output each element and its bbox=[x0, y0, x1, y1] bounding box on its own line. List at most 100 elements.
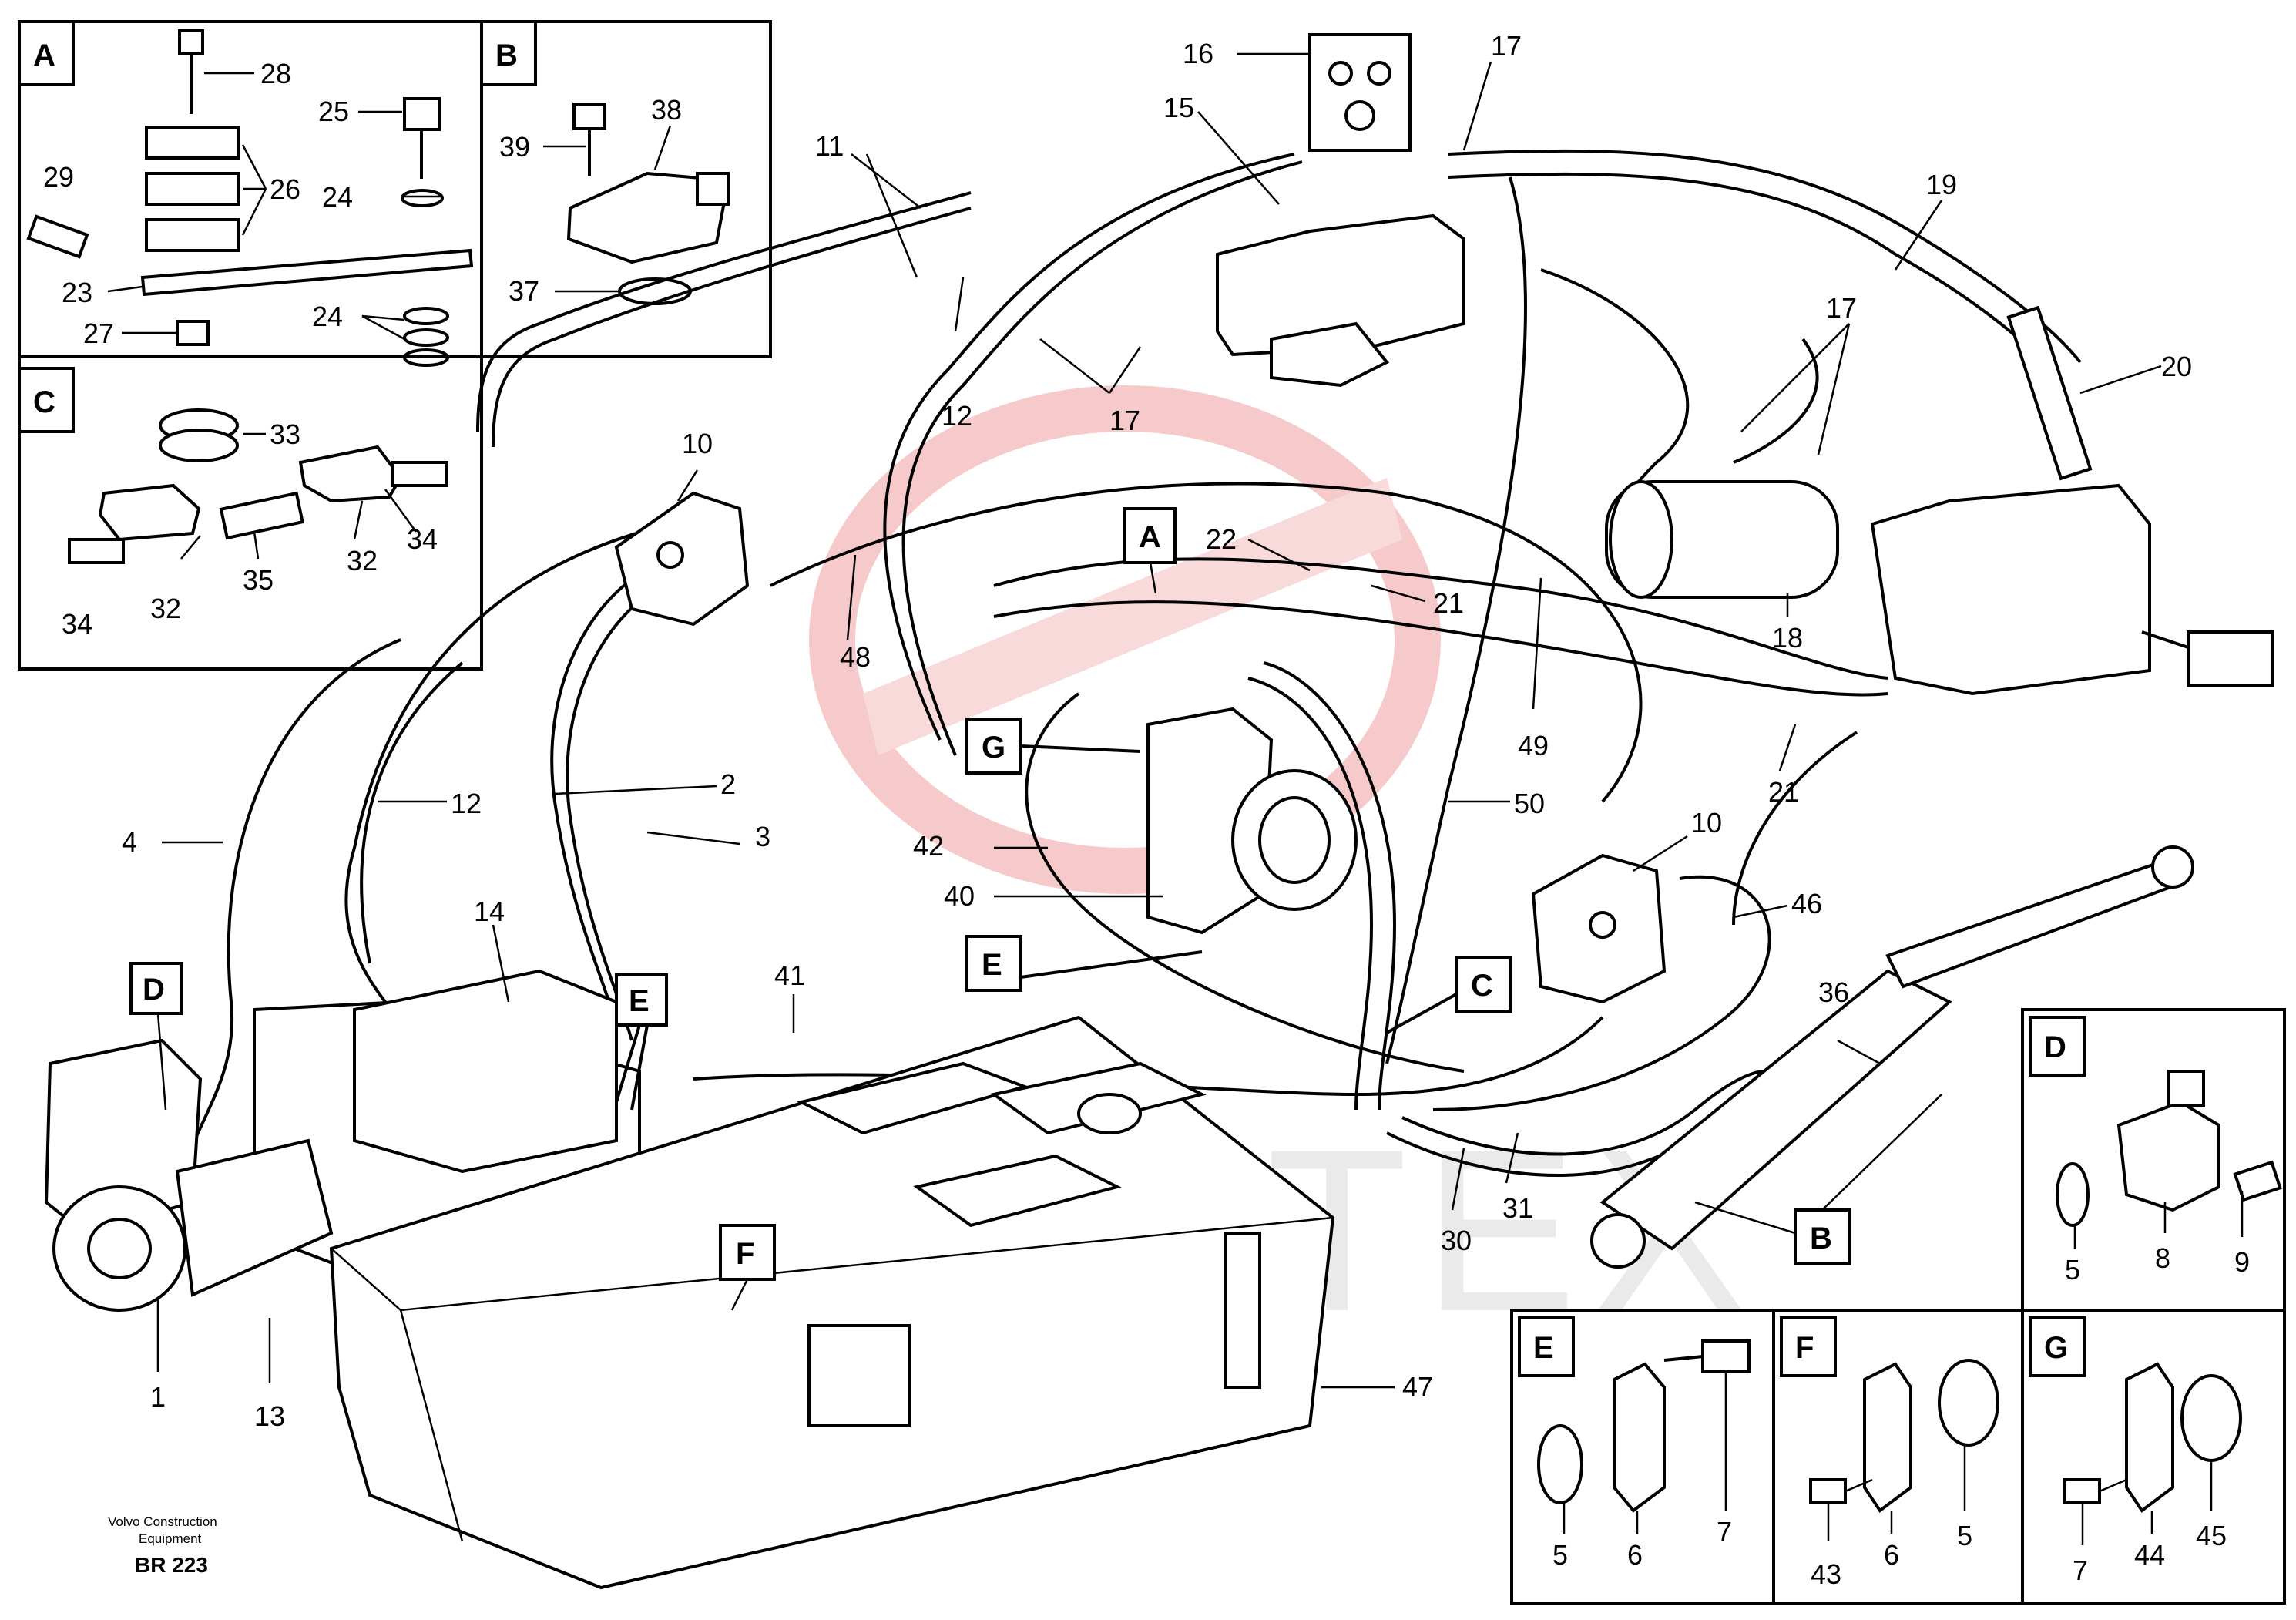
credit-line2: Equipment bbox=[139, 1531, 202, 1546]
callout-21b: 21 bbox=[1768, 776, 1799, 808]
main-callouts: 16 17 15 11 19 17 12 17 20 10 22 21 18 4… bbox=[122, 30, 2192, 1432]
inset-d: D 5 8 9 bbox=[2021, 1008, 2286, 1312]
inset-e-label: E bbox=[1533, 1331, 1554, 1365]
callout-e-6: 6 bbox=[1627, 1539, 1643, 1571]
callout-24a: 24 bbox=[322, 181, 353, 213]
callout-d-8: 8 bbox=[2155, 1242, 2170, 1274]
inset-b-label: B bbox=[495, 39, 518, 72]
ref-box-f: F bbox=[736, 1237, 754, 1271]
ref-box-d: D bbox=[143, 973, 165, 1007]
inset-a: A 28 25 29 26 24 23 bbox=[18, 20, 772, 367]
callout-f-5: 5 bbox=[1957, 1520, 1972, 1551]
valve-10-upper bbox=[614, 491, 750, 627]
callout-28: 28 bbox=[260, 58, 291, 89]
steering-cylinder-36 bbox=[1590, 845, 2194, 1269]
ref-box-g: G bbox=[982, 731, 1005, 765]
callout-32a: 32 bbox=[347, 545, 378, 576]
callout-g-7: 7 bbox=[2073, 1554, 2088, 1586]
callout-34a: 34 bbox=[407, 523, 438, 555]
callout-4: 4 bbox=[122, 826, 137, 858]
callout-25: 25 bbox=[318, 96, 349, 127]
ref-box-b: B bbox=[1810, 1222, 1832, 1255]
callout-12b: 12 bbox=[451, 788, 482, 819]
inset-c: C 33 34 32 35 32 34 bbox=[18, 355, 483, 671]
callout-10a: 10 bbox=[682, 428, 713, 459]
inset-b: B 38 39 37 bbox=[480, 20, 730, 357]
valve-assembly-15 bbox=[1216, 213, 1465, 388]
callout-d-9: 9 bbox=[2234, 1246, 2250, 1278]
callout-36: 36 bbox=[1818, 976, 1849, 1008]
callout-2: 2 bbox=[720, 768, 736, 800]
callout-34b: 34 bbox=[62, 608, 92, 640]
callout-38: 38 bbox=[651, 94, 682, 126]
callout-20: 20 bbox=[2161, 351, 2192, 382]
callout-39: 39 bbox=[499, 131, 530, 163]
callout-d-5: 5 bbox=[2065, 1254, 2080, 1286]
control-valve-40 bbox=[1146, 707, 1358, 935]
callout-32b: 32 bbox=[150, 593, 181, 624]
callout-1: 1 bbox=[150, 1381, 166, 1413]
callout-26: 26 bbox=[270, 173, 300, 205]
valve-block-16 bbox=[1308, 33, 1412, 152]
callout-24b: 24 bbox=[312, 301, 343, 332]
callout-23: 23 bbox=[62, 277, 92, 308]
callout-17b: 17 bbox=[1826, 292, 1857, 324]
callout-e-5: 5 bbox=[1552, 1539, 1568, 1571]
callout-49: 49 bbox=[1518, 730, 1549, 761]
callout-31: 31 bbox=[1502, 1192, 1533, 1224]
callout-18: 18 bbox=[1772, 622, 1803, 654]
callout-e-7: 7 bbox=[1717, 1516, 1732, 1548]
inset-c-label: C bbox=[33, 385, 55, 419]
inset-f: F 43 6 5 bbox=[1772, 1309, 2024, 1605]
callout-17c: 17 bbox=[1109, 405, 1140, 436]
callout-g-44: 44 bbox=[2134, 1539, 2165, 1571]
callout-30: 30 bbox=[1441, 1225, 1472, 1256]
callout-35: 35 bbox=[243, 564, 274, 596]
callout-41: 41 bbox=[774, 960, 805, 991]
callout-12a: 12 bbox=[942, 400, 972, 432]
callout-33: 33 bbox=[270, 418, 300, 450]
credit-block: Volvo Construction Equipment BR 223 bbox=[108, 1514, 217, 1577]
callout-3: 3 bbox=[755, 821, 770, 852]
callout-22: 22 bbox=[1206, 523, 1237, 555]
valve-10-lower bbox=[1531, 853, 1667, 1004]
callout-16: 16 bbox=[1183, 38, 1213, 69]
callout-50: 50 bbox=[1514, 788, 1545, 819]
callout-19: 19 bbox=[1926, 169, 1957, 200]
callout-29: 29 bbox=[43, 161, 74, 193]
callout-11: 11 bbox=[815, 130, 844, 162]
callout-f-43: 43 bbox=[1811, 1558, 1841, 1590]
ref-box-c: C bbox=[1471, 969, 1493, 1003]
inset-a-label: A bbox=[33, 39, 55, 72]
callout-14: 14 bbox=[474, 896, 505, 927]
leader-lines bbox=[156, 52, 2162, 1389]
ref-box-e2: E bbox=[629, 984, 650, 1018]
callout-27: 27 bbox=[83, 318, 114, 349]
callout-f-6: 6 bbox=[1884, 1539, 1899, 1571]
inset-d-label: D bbox=[2044, 1030, 2066, 1064]
callout-17a: 17 bbox=[1491, 30, 1522, 62]
inset-g: G 7 44 45 bbox=[2021, 1309, 2286, 1605]
callout-13: 13 bbox=[254, 1400, 285, 1432]
drawing-ref: BR 223 bbox=[135, 1553, 208, 1577]
callout-42: 42 bbox=[913, 830, 944, 862]
steering-valve bbox=[1870, 305, 2274, 696]
callout-g-45: 45 bbox=[2196, 1520, 2227, 1551]
callout-10b: 10 bbox=[1691, 807, 1722, 839]
inset-g-label: G bbox=[2044, 1331, 2068, 1365]
accumulator-18 bbox=[1605, 480, 1839, 599]
ref-box-e1: E bbox=[982, 948, 1002, 982]
inset-e: E 5 6 7 bbox=[1510, 1309, 1775, 1605]
hydraulic-tank-47 bbox=[329, 1015, 1335, 1590]
callout-21a: 21 bbox=[1433, 587, 1464, 619]
credit-line1: Volvo Construction bbox=[108, 1514, 217, 1529]
inset-f-label: F bbox=[1795, 1331, 1814, 1365]
callout-48: 48 bbox=[840, 641, 871, 673]
callout-46: 46 bbox=[1791, 888, 1822, 919]
ref-box-a: A bbox=[1139, 520, 1161, 554]
callout-15: 15 bbox=[1163, 92, 1194, 123]
reference-boxes: A G E E D C F B bbox=[129, 507, 1942, 1311]
callout-40: 40 bbox=[944, 880, 975, 912]
callout-37: 37 bbox=[509, 275, 539, 307]
